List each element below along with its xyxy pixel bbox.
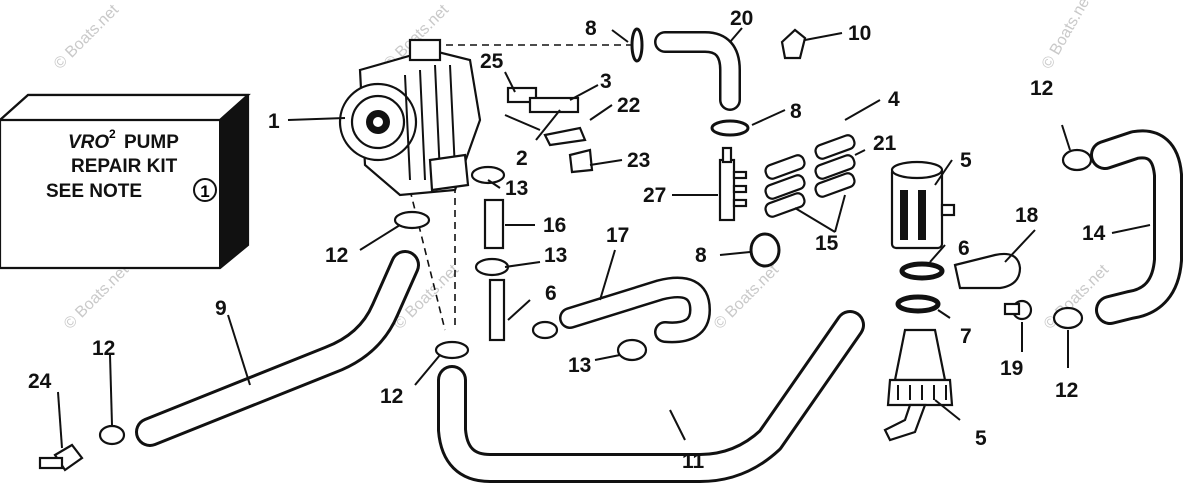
callout-10: 10 bbox=[848, 22, 871, 45]
callout-6a: 6 bbox=[958, 237, 970, 260]
kit-line3: SEE NOTE bbox=[46, 181, 142, 202]
callout-16: 16 bbox=[543, 214, 566, 237]
hose-16 bbox=[483, 198, 505, 250]
callout-14: 14 bbox=[1082, 222, 1106, 245]
callout-22: 22 bbox=[617, 94, 640, 117]
clamp-18 bbox=[953, 252, 1022, 290]
callout-13c: 13 bbox=[568, 354, 591, 377]
small-fittings bbox=[488, 86, 594, 342]
short-hoses bbox=[764, 134, 856, 218]
callout-12e: 12 bbox=[1055, 379, 1078, 402]
callout-19: 19 bbox=[1000, 357, 1023, 380]
clamps bbox=[98, 148, 1093, 446]
kit-line1: PUMP bbox=[124, 132, 179, 153]
filter-5-top bbox=[890, 160, 956, 250]
callout-12a: 12 bbox=[92, 337, 115, 360]
callout-12c: 12 bbox=[380, 385, 403, 408]
hose-20 bbox=[654, 31, 741, 111]
fitting-10 bbox=[780, 28, 807, 60]
callout-5a: 5 bbox=[960, 149, 972, 172]
callout-7: 7 bbox=[960, 325, 972, 348]
callout-17: 17 bbox=[606, 224, 629, 247]
callout-20: 20 bbox=[730, 7, 753, 30]
callout-9: 9 bbox=[215, 297, 227, 320]
callout-13b: 13 bbox=[544, 244, 567, 267]
callout-1: 1 bbox=[268, 110, 280, 133]
fitting-24 bbox=[38, 443, 84, 472]
callout-23: 23 bbox=[627, 149, 650, 172]
note-number: 1 bbox=[200, 182, 209, 201]
callout-21: 21 bbox=[873, 132, 897, 155]
fitting-27 bbox=[718, 146, 748, 222]
clips-8 bbox=[630, 27, 781, 268]
hose-14 bbox=[1090, 129, 1183, 325]
filter-5-bottom bbox=[883, 328, 954, 442]
callout-4: 4 bbox=[888, 88, 900, 111]
callout-27: 27 bbox=[643, 184, 666, 207]
callout-3: 3 bbox=[600, 70, 612, 93]
callout-15: 15 bbox=[815, 232, 839, 255]
callout-6b: 6 bbox=[545, 282, 557, 305]
callout-8c: 8 bbox=[695, 244, 707, 267]
leader-lines bbox=[57, 27, 1151, 449]
repair-kit-box: VRO 2 PUMP REPAIR KIT SEE NOTE 1 bbox=[0, 93, 251, 270]
screw-19 bbox=[1003, 299, 1033, 321]
hose-9 bbox=[135, 250, 420, 447]
callout-8b: 8 bbox=[790, 100, 802, 123]
callout-18: 18 bbox=[1015, 204, 1039, 227]
note-circle bbox=[193, 178, 217, 202]
watermark-3: © Boats.net bbox=[61, 261, 133, 333]
callout-8a: 8 bbox=[585, 17, 597, 40]
oring-7 bbox=[895, 294, 941, 314]
callout-12d: 12 bbox=[1030, 77, 1053, 100]
callouts: 1 2 3 4 5 5 6 6 7 8 8 8 9 10 11 12 12 12… bbox=[28, 7, 1106, 473]
kit-logo: VRO bbox=[68, 132, 109, 153]
watermark-5: © Boats.net bbox=[711, 261, 783, 333]
hose-17 bbox=[559, 276, 711, 344]
kit-line2: REPAIR KIT bbox=[71, 156, 178, 177]
callout-12b: 12 bbox=[325, 244, 348, 267]
callout-11: 11 bbox=[682, 450, 705, 473]
callout-25: 25 bbox=[480, 50, 504, 73]
hose-11 bbox=[437, 310, 865, 483]
callout-5b: 5 bbox=[975, 427, 987, 450]
kit-logo-superscript: 2 bbox=[109, 127, 116, 141]
watermark-1: © Boats.net bbox=[51, 1, 123, 73]
vro-pump bbox=[338, 38, 482, 197]
watermark-7: © Boats.net bbox=[1039, 0, 1096, 72]
callout-13a: 13 bbox=[505, 177, 528, 200]
oring-6 bbox=[899, 261, 945, 281]
callout-24: 24 bbox=[28, 370, 52, 393]
callout-2: 2 bbox=[516, 147, 528, 170]
